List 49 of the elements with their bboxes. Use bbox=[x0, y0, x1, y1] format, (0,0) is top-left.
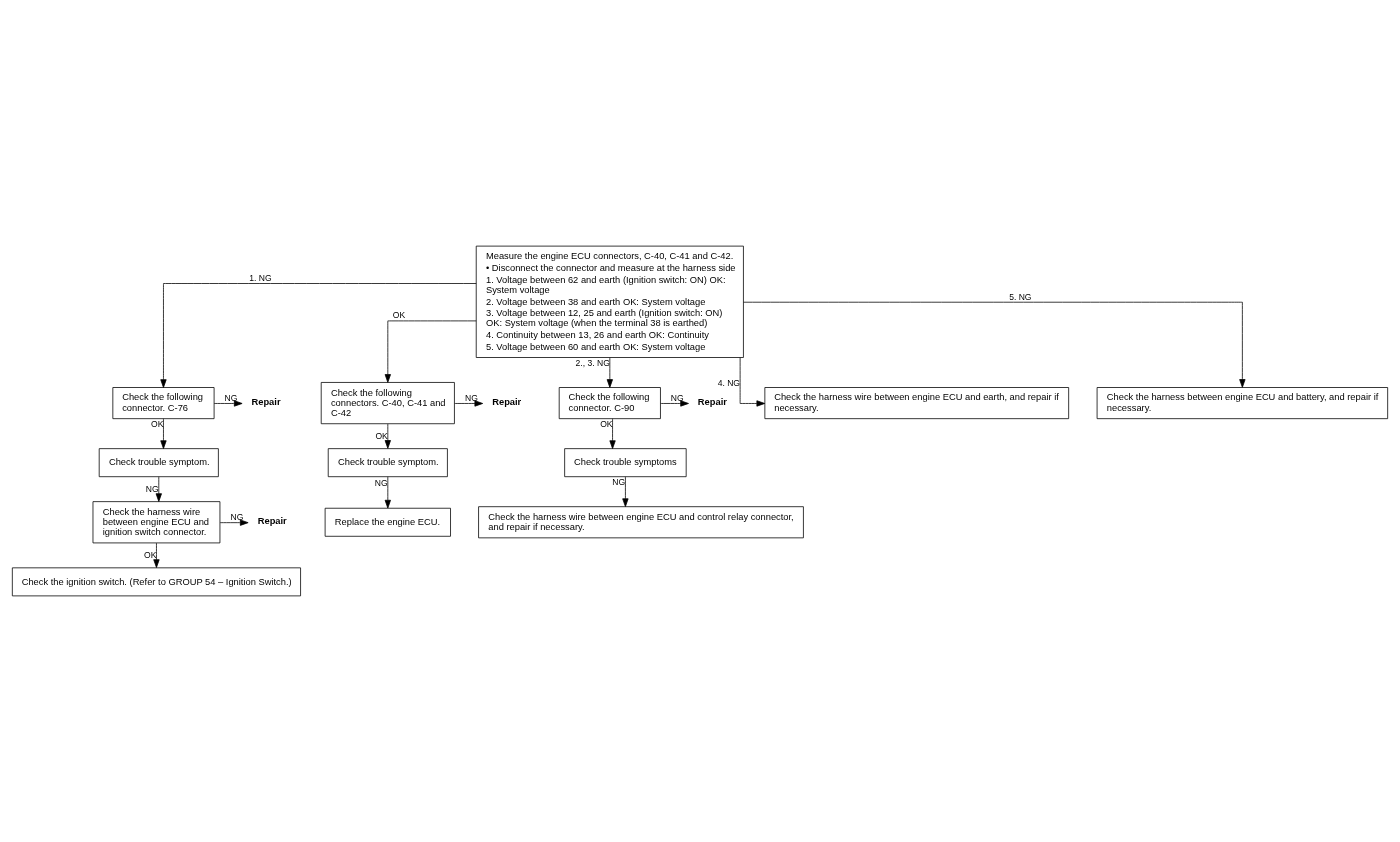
arrow bbox=[739, 357, 766, 407]
edge-label: OK bbox=[392, 310, 406, 321]
arrow bbox=[155, 476, 162, 502]
edge-label: OK bbox=[144, 550, 157, 561]
arrow bbox=[219, 519, 249, 526]
node-box: Check trouble symptom. bbox=[327, 448, 448, 478]
node-box: Check trouble symptom. bbox=[98, 448, 219, 478]
node-text: Repair bbox=[492, 397, 522, 408]
edge-label: 4. NG bbox=[717, 378, 740, 389]
node-box: Check the harness wire between engine ECU and ignition switch connector. bbox=[92, 501, 221, 544]
arrow bbox=[160, 283, 477, 388]
node-box: Check the ignition switch. (Refer to GROUP 54 – Ignition Switch.) bbox=[11, 567, 301, 597]
node-text: Repair bbox=[257, 516, 287, 527]
edge-label: OK bbox=[151, 419, 164, 430]
edge-label: NG bbox=[465, 392, 478, 403]
node-box: Check the harness wire between engine ECU and earth, and repair if necessary. bbox=[764, 387, 1070, 420]
arrow bbox=[454, 400, 484, 407]
arrow bbox=[384, 476, 391, 509]
edge-label: NG bbox=[145, 484, 159, 495]
arrow bbox=[384, 423, 391, 449]
edge-label: 5. NG bbox=[1009, 291, 1032, 302]
node-text: Repair bbox=[251, 397, 281, 408]
node-box: Check the harness between engine ECU and battery, and repair if necessary. bbox=[1096, 387, 1389, 420]
node-box: Measure the engine ECU connectors, C-40, C-41 and C-42. • Disconnect the connector and measure at the harness side 1. Voltage between 62 and earth (Ignition switch: ON) OK: System voltage 2. Voltage between 38 and earth OK: System voltage 3. Voltage between 12, 25 and earth (Ignition switch: ON) OK: System voltage (when the terminal 38 is earthed) 4. Continuity between 13, 26 and earth OK: Continuity 5. Voltage between 60 and earth OK: System voltage bbox=[475, 245, 744, 358]
edge-label: OK bbox=[600, 419, 613, 430]
node-box: Check trouble symptoms bbox=[564, 448, 687, 478]
node-box: Check the harness wire between engine ECU and control relay connector, and repair if necessary. bbox=[478, 506, 804, 539]
edge-label: NG bbox=[374, 478, 388, 489]
node-box: Replace the engine ECU. bbox=[324, 507, 451, 537]
node-box: Check the following connector. C-76 bbox=[112, 387, 215, 420]
node-box: Check the following connector. C-90 bbox=[558, 387, 661, 420]
edge-label: 1. NG bbox=[249, 273, 272, 284]
edge-label: NG bbox=[670, 392, 684, 403]
arrow bbox=[609, 418, 616, 449]
edge-label: OK bbox=[375, 431, 388, 442]
edge-label: 2., 3. NG bbox=[575, 358, 610, 369]
node-box: Check the following connectors. C-40, C-41 and C-42 bbox=[320, 382, 455, 425]
arrow bbox=[384, 320, 477, 383]
edge-label: NG bbox=[612, 477, 626, 488]
edge-label: NG bbox=[230, 512, 244, 523]
arrow bbox=[213, 400, 243, 407]
arrow bbox=[606, 357, 613, 388]
node-text: Repair bbox=[697, 397, 727, 408]
arrow bbox=[660, 400, 689, 407]
arrow bbox=[160, 418, 167, 449]
edge-label: NG bbox=[224, 392, 238, 403]
arrow bbox=[743, 301, 1246, 388]
arrow bbox=[622, 476, 629, 507]
arrow bbox=[153, 542, 160, 568]
